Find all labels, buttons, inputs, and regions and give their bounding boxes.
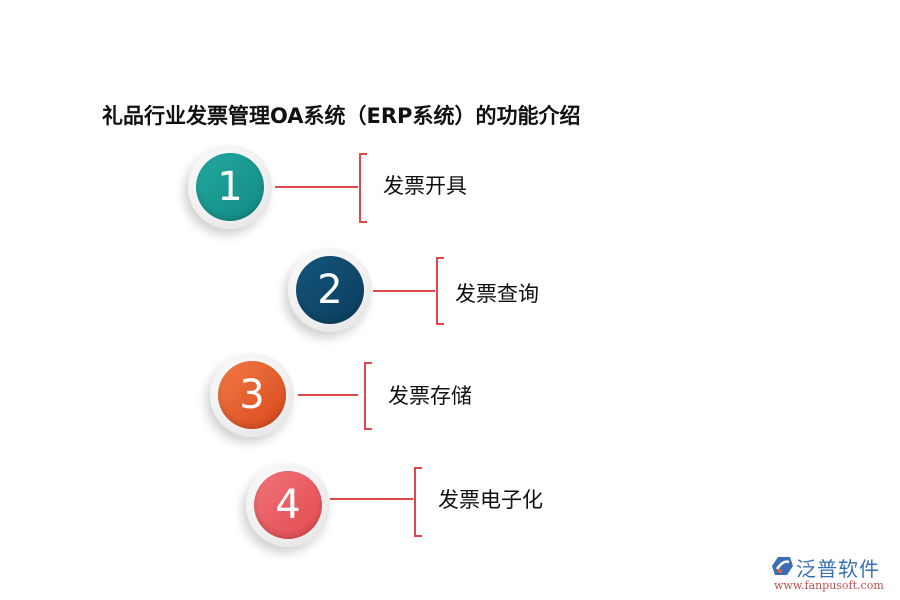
brand-name: 泛普软件 — [796, 557, 880, 581]
number-badge: 4 — [254, 471, 322, 539]
connector-line — [298, 394, 358, 396]
brand-url: www.fanpusoft.com — [774, 579, 884, 592]
bracket — [364, 362, 372, 430]
number-badge-outer: 2 — [288, 248, 372, 332]
page-title: 礼品行业发票管理OA系统（ERP系统）的功能介绍 — [102, 104, 581, 128]
feature-label: 发票存储 — [388, 384, 472, 408]
number-badge: 3 — [218, 361, 286, 429]
connector-line — [275, 186, 358, 188]
number-badge-outer: 1 — [188, 145, 272, 229]
connector-line — [330, 498, 413, 500]
brand-logo: 泛普软件 www.fanpusoft.com — [772, 553, 894, 595]
connector-line — [373, 290, 435, 292]
feature-label: 发票电子化 — [438, 488, 543, 512]
fanpu-logo-icon — [772, 557, 793, 575]
number-badge-outer: 4 — [246, 463, 330, 547]
number-badge: 1 — [196, 153, 264, 221]
bracket — [414, 467, 422, 537]
bracket — [436, 257, 444, 325]
number-badge: 2 — [296, 256, 364, 324]
feature-label: 发票开具 — [383, 174, 467, 198]
number-badge-outer: 3 — [210, 353, 294, 437]
bracket — [359, 153, 367, 223]
feature-label: 发票查询 — [455, 282, 539, 306]
